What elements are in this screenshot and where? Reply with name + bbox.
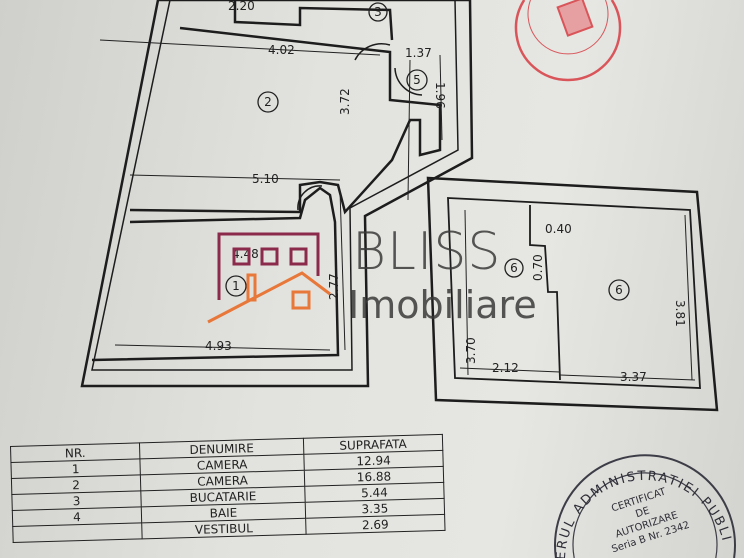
room-number: 3 (374, 5, 382, 19)
room-number: 6 (510, 261, 518, 275)
room-number: 6 (615, 283, 623, 297)
room-marker (368, 2, 388, 22)
dim-label: 2.12 (492, 361, 519, 375)
bliss-logo-icon (207, 232, 331, 324)
room-number: 1 (232, 279, 240, 293)
room-3-walls (233, 0, 394, 41)
room-marker (608, 279, 630, 301)
room-number: 2 (264, 95, 272, 109)
room-number: 5 (413, 73, 421, 87)
dim-label: 1.96 (433, 82, 447, 109)
stamp-line: DE (634, 505, 651, 520)
cadastre-stamp (514, 0, 622, 82)
building-left-outer (80, 0, 474, 388)
room-marker (504, 258, 524, 278)
dim-label: 1.37 (405, 46, 432, 60)
room-1-walls (91, 186, 340, 362)
door-arc (394, 67, 423, 96)
dim-label: 3.72 (338, 88, 352, 115)
dim-label: 3.70 (464, 337, 478, 364)
dim-label: 3.37 (620, 370, 647, 384)
dim-label: 4.02 (268, 43, 295, 57)
dim-label: 4.93 (205, 339, 232, 353)
building-right-outer (426, 176, 719, 412)
dim-label: 2.77 (327, 273, 341, 300)
dim-label: 5.10 (252, 172, 279, 186)
cell-nr (12, 522, 143, 543)
door-arc (354, 43, 391, 61)
cell-area: 2.69 (305, 514, 446, 535)
room-2-walls (129, 26, 442, 215)
room-marker (406, 69, 428, 91)
building-right-inner (447, 197, 701, 389)
dim-label: 0.70 (531, 254, 545, 281)
dim-label: 0.40 (545, 222, 572, 236)
watermark-brand: BLISS (352, 222, 502, 282)
watermark-subtitle: Imobiliare (348, 283, 537, 327)
dim-label: 3.81 (673, 300, 687, 327)
door-arc (297, 185, 323, 211)
room-marker (257, 91, 279, 113)
authorization-stamp (554, 454, 736, 558)
dim-label: 2.20 (228, 0, 255, 13)
room-marker (225, 275, 247, 297)
room-6-partition (529, 205, 561, 381)
